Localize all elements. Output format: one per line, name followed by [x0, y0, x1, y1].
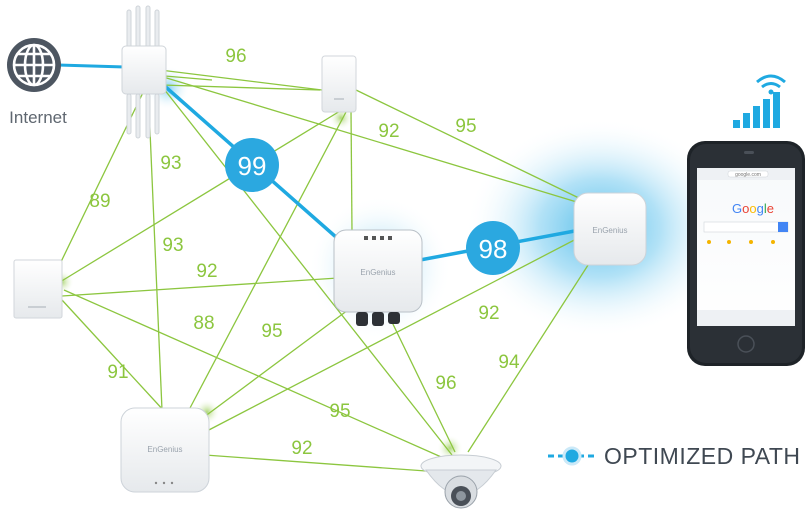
- smartphone: google.com Google: [687, 141, 805, 366]
- client-access-point: EnGenius: [573, 192, 647, 266]
- mesh-link: [159, 75, 581, 204]
- mesh-link: [61, 299, 166, 413]
- legend: OPTIMIZED PATH: [548, 443, 801, 469]
- phone-url: google.com: [735, 172, 761, 178]
- legend-path-dot: [562, 446, 582, 466]
- link-quality-label: 88: [193, 313, 214, 334]
- center-access-point: EnGenius: [333, 229, 423, 326]
- mesh-link: [61, 277, 339, 297]
- badge-value: 99: [238, 151, 267, 181]
- wall-plate-access-point: [13, 259, 63, 319]
- phone-google-logo: Google: [732, 201, 774, 216]
- mesh-link: [147, 83, 163, 411]
- link-quality-label: 93: [162, 235, 183, 256]
- phone-search-box: [703, 221, 789, 233]
- link-quality-label: 92: [478, 303, 499, 324]
- mesh-link: [63, 289, 449, 461]
- link-quality-label: 95: [455, 116, 476, 137]
- mesh-link: [199, 309, 349, 421]
- mesh-link: [59, 107, 346, 283]
- outdoor-access-point: [121, 5, 167, 139]
- ceiling-access-point: EnGenius: [120, 407, 210, 493]
- signal-strength-icon: [733, 74, 786, 128]
- link-quality-label: 95: [261, 321, 282, 342]
- optimized-badge-99: 99: [225, 138, 279, 192]
- mesh-link: [355, 89, 584, 201]
- green-glow: [437, 435, 463, 461]
- link-quality-label: 92: [378, 121, 399, 142]
- mesh-link: [164, 75, 213, 81]
- mesh-link: [467, 261, 591, 453]
- link-quality-label: 94: [498, 352, 520, 373]
- link-quality-label: 95: [329, 401, 350, 422]
- badge-value: 98: [479, 234, 508, 264]
- link-quality-label: 96: [435, 373, 456, 394]
- phone-search-button: [778, 222, 788, 232]
- mesh-link: [189, 111, 347, 409]
- mesh-link: [204, 235, 583, 433]
- mesh-link: [350, 109, 353, 233]
- mesh-link: [204, 454, 441, 473]
- link-quality-label: 92: [196, 261, 217, 282]
- link-quality-label: 96: [225, 46, 246, 67]
- link-quality-label: 89: [89, 191, 110, 212]
- mesh-link: [389, 317, 456, 453]
- center-ap-brand: EnGenius: [360, 268, 395, 277]
- phone-home-button: [737, 335, 755, 353]
- mesh-link: [159, 83, 453, 456]
- mesh-link: [159, 69, 323, 91]
- internet-globe-icon: [7, 38, 61, 92]
- link-labels: 96 95 92 93 89 93 92 88 95 92 91 94 96 9…: [89, 46, 520, 459]
- link-quality-label: 91: [107, 362, 128, 383]
- tower-access-point: [321, 55, 357, 113]
- client-ap-brand: EnGenius: [592, 226, 627, 235]
- link-quality-label: 92: [291, 438, 312, 459]
- optimized-badge-98: 98: [466, 221, 520, 275]
- ceiling-ap-brand: EnGenius: [147, 445, 182, 454]
- dome-camera: [420, 454, 502, 509]
- link-quality-label: 93: [160, 153, 181, 174]
- legend-label: OPTIMIZED PATH: [604, 443, 801, 469]
- internet-label: Internet: [9, 108, 67, 127]
- internet-uplink: [56, 63, 127, 69]
